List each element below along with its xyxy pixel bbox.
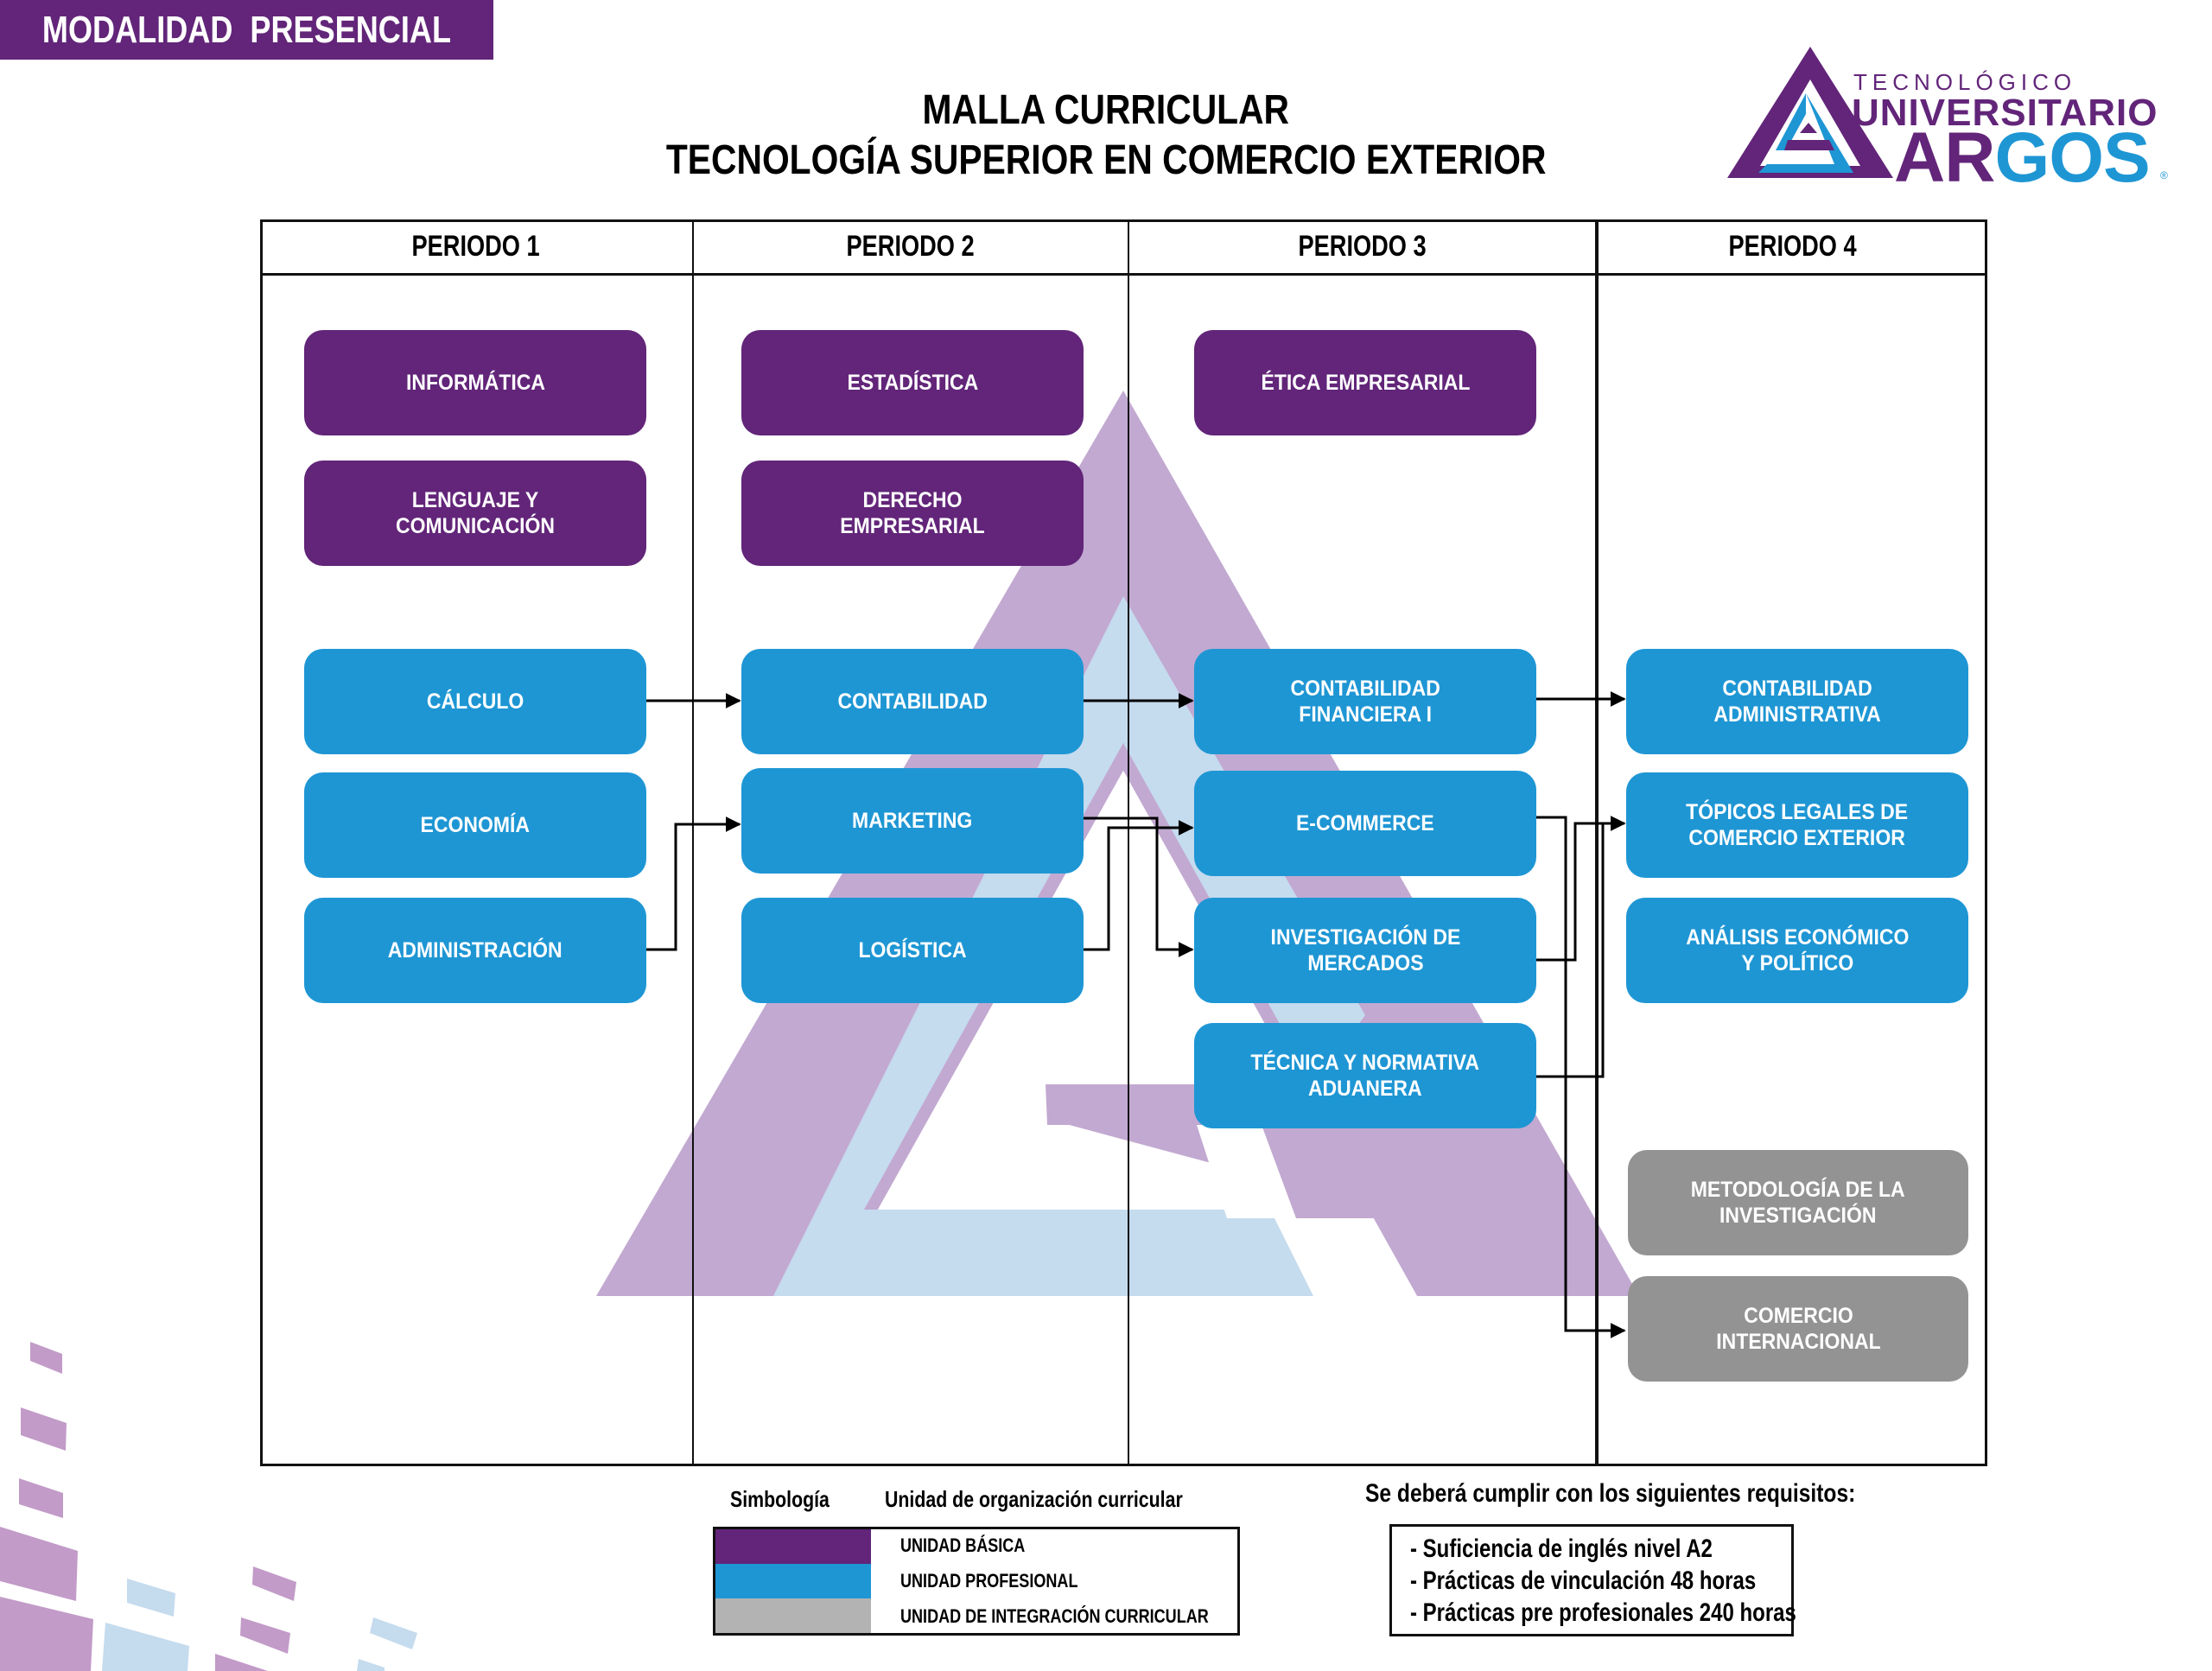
legend-label-basic: UNIDAD BÁSICA — [900, 1534, 1052, 1557]
column-divider-3 — [1595, 219, 1599, 1466]
course-label: CONTABILIDAD ADMINISTRATIVA — [1713, 677, 1881, 727]
course-informatica[interactable]: INFORMÁTICA — [304, 330, 646, 435]
page-title: MALLA CURRICULAR — [518, 86, 1694, 134]
course-label: DERECHO EMPRESARIAL — [840, 488, 985, 538]
course-label: MARKETING — [852, 809, 973, 833]
course-calculo[interactable]: CÁLCULO — [304, 649, 646, 754]
legend-swatch-professional — [715, 1564, 871, 1598]
logo-universitario: UNIVERSITARIO — [1852, 92, 2158, 134]
course-derecho-empresarial[interactable]: DERECHO EMPRESARIAL — [741, 461, 1084, 566]
legend-simbologia-text: Simbología — [730, 1486, 830, 1512]
course-lenguaje-comunicacion[interactable]: LENGUAJE Y COMUNICACIÓN — [304, 461, 646, 566]
course-logistica[interactable]: LOGÍSTICA — [741, 898, 1084, 1003]
watermark-white-gap — [1197, 1125, 1296, 1218]
course-etica-empresarial[interactable]: ÉTICA EMPRESARIAL — [1194, 330, 1536, 435]
course-analisis-economico-politico[interactable]: ANÁLISIS ECONÓMICO Y POLÍTICO — [1626, 898, 1968, 1003]
course-label: LOGÍSTICA — [858, 938, 967, 963]
requirements-box — [1389, 1524, 1794, 1636]
course-label: CONTABILIDAD FINANCIERA I — [1290, 677, 1440, 727]
title-line-2: TECNOLOGÍA SUPERIOR EN COMERCIO EXTERIOR — [665, 137, 1547, 183]
title-line-1: MALLA CURRICULAR — [922, 87, 1290, 133]
curriculum-grid — [260, 219, 1987, 1466]
logo-argos-ar: AR — [1894, 118, 1995, 197]
logo-tecnologico: TECNOLÓGICO — [1853, 69, 2077, 95]
column-divider-1 — [692, 219, 694, 1466]
argos-logo-icon — [1727, 47, 1893, 178]
course-label: ANÁLISIS ECONÓMICO Y POLÍTICO — [1685, 925, 1910, 975]
requirement-item: - Suficiencia de inglés nivel A2 — [1410, 1534, 1788, 1564]
legend-swatch-integration — [715, 1598, 871, 1633]
column-divider-2 — [1128, 219, 1129, 1466]
period-1-label: PERIODO 1 — [411, 229, 541, 263]
requirement-text: - Suficiencia de inglés nivel A2 — [1410, 1534, 1713, 1563]
course-label: COMERCIO INTERNACIONAL — [1715, 1304, 1881, 1354]
course-investigacion-mercados[interactable]: INVESTIGACIÓN DE MERCADOS — [1194, 898, 1536, 1003]
legend-label-integration: UNIDAD DE INTEGRACIÓN CURRICULAR — [900, 1605, 1276, 1628]
header-divider — [260, 273, 1987, 276]
course-contabilidad-financiera-i[interactable]: CONTABILIDAD FINANCIERA I — [1194, 649, 1536, 754]
legend-label-integration-text: UNIDAD DE INTEGRACIÓN CURRICULAR — [900, 1605, 1209, 1627]
course-tecnica-normativa-aduanera[interactable]: TÉCNICA Y NORMATIVA ADUANERA — [1194, 1023, 1536, 1128]
course-label: ADMINISTRACIÓN — [388, 938, 563, 963]
requirement-text: - Prácticas de vinculación 48 horas — [1410, 1566, 1757, 1595]
course-economia[interactable]: ECONOMÍA — [304, 772, 646, 878]
period-4-label: PERIODO 4 — [1728, 229, 1858, 263]
course-label: TÉCNICA Y NORMATIVA ADUANERA — [1250, 1051, 1480, 1101]
corner-decoration — [0, 1342, 417, 1671]
course-label: TÓPICOS LEGALES DE COMERCIO EXTERIOR — [1686, 800, 1909, 850]
course-label: INVESTIGACIÓN DE MERCADOS — [1270, 925, 1460, 975]
course-metodologia-investigacion[interactable]: METODOLOGÍA DE LA INVESTIGACIÓN — [1628, 1150, 1968, 1255]
requirement-item: - Prácticas pre profesionales 240 horas — [1410, 1598, 1893, 1628]
course-label: METODOLOGÍA DE LA INVESTIGACIÓN — [1691, 1178, 1905, 1228]
requirement-item: - Prácticas de vinculación 48 horas — [1410, 1566, 1842, 1596]
course-estadistica[interactable]: ESTADÍSTICA — [741, 330, 1084, 435]
course-label: ECONOMÍA — [420, 813, 531, 837]
course-label: ESTADÍSTICA — [847, 371, 978, 395]
legend-label-basic-text: UNIDAD BÁSICA — [900, 1534, 1026, 1556]
course-label: CONTABILIDAD — [837, 689, 988, 714]
period-header-2: PERIODO 2 — [694, 219, 1128, 273]
course-label: E-COMMERCE — [1296, 811, 1434, 836]
logo-argos-gos: GOS — [1994, 118, 2150, 197]
course-label: LENGUAJE Y COMUNICACIÓN — [396, 488, 555, 538]
page-subtitle: TECNOLOGÍA SUPERIOR EN COMERCIO EXTERIOR — [518, 137, 1694, 184]
registered-mark: ® — [2160, 169, 2168, 181]
course-e-commerce[interactable]: E-COMMERCE — [1194, 771, 1536, 876]
legend-heading: Unidad de organización curricular — [885, 1486, 1248, 1513]
modality-label: MODALIDAD PRESENCIAL — [41, 8, 452, 51]
course-label: INFORMÁTICA — [405, 371, 545, 395]
period-3-label: PERIODO 3 — [1298, 229, 1427, 263]
legend-swatch-basic — [715, 1529, 871, 1564]
legend-label-professional: UNIDAD PROFESIONAL — [900, 1570, 1117, 1592]
course-contabilidad[interactable]: CONTABILIDAD — [741, 649, 1084, 754]
course-contabilidad-administrativa[interactable]: CONTABILIDAD ADMINISTRATIVA — [1626, 649, 1968, 754]
course-label: CÁLCULO — [426, 689, 524, 714]
period-header-3: PERIODO 3 — [1129, 219, 1595, 273]
modality-badge: MODALIDAD PRESENCIAL — [0, 0, 493, 60]
requirement-text: - Prácticas pre profesionales 240 horas — [1410, 1598, 1796, 1627]
period-header-1: PERIODO 1 — [260, 219, 692, 273]
requirements-title-text: Se deberá cumplir con los siguientes req… — [1365, 1479, 1856, 1508]
course-label: ÉTICA EMPRESARIAL — [1261, 371, 1470, 395]
course-administracion[interactable]: ADMINISTRACIÓN — [304, 898, 646, 1003]
course-comercio-internacional[interactable]: COMERCIO INTERNACIONAL — [1628, 1276, 1968, 1382]
course-marketing[interactable]: MARKETING — [741, 768, 1084, 874]
period-2-label: PERIODO 2 — [846, 229, 976, 263]
legend-simbologia: Simbología — [730, 1486, 851, 1513]
requirements-title: Se deberá cumplir con los siguientes req… — [1365, 1479, 1963, 1509]
period-header-4: PERIODO 4 — [1599, 219, 1987, 273]
legend-heading-text: Unidad de organización curricular — [885, 1486, 1183, 1512]
legend-label-professional-text: UNIDAD PROFESIONAL — [900, 1570, 1078, 1592]
logo-argos: ARGOS — [1894, 118, 2151, 199]
course-topicos-legales[interactable]: TÓPICOS LEGALES DE COMERCIO EXTERIOR — [1626, 772, 1968, 878]
